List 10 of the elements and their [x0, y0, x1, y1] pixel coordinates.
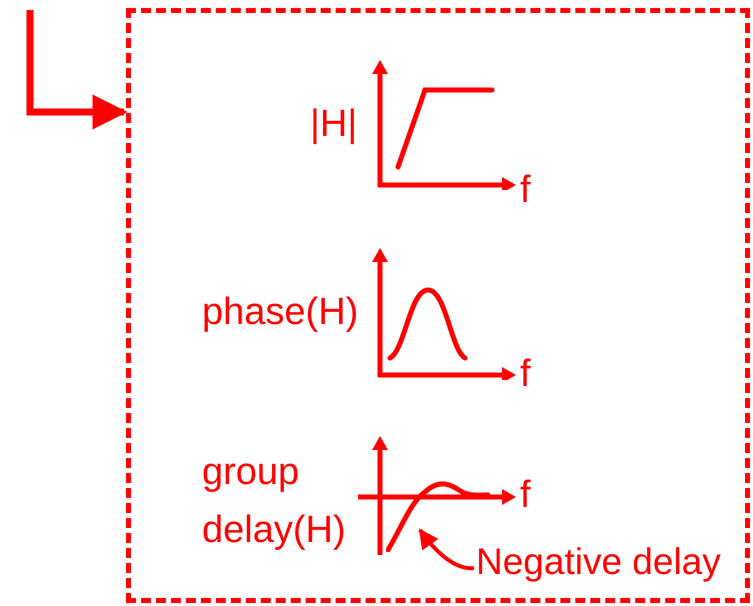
arrow	[26, 10, 128, 130]
callout-text: Negative delay	[476, 540, 748, 584]
axis-label: group delay(H)	[202, 450, 347, 553]
axis-label: |H|	[310, 102, 358, 146]
axis-label: f	[520, 352, 531, 396]
dashed-frame	[126, 8, 750, 603]
arrow	[418, 528, 474, 570]
axis-label: f	[520, 473, 531, 517]
axis-label: f	[520, 168, 531, 212]
axis-label: phase(H)	[202, 290, 358, 334]
